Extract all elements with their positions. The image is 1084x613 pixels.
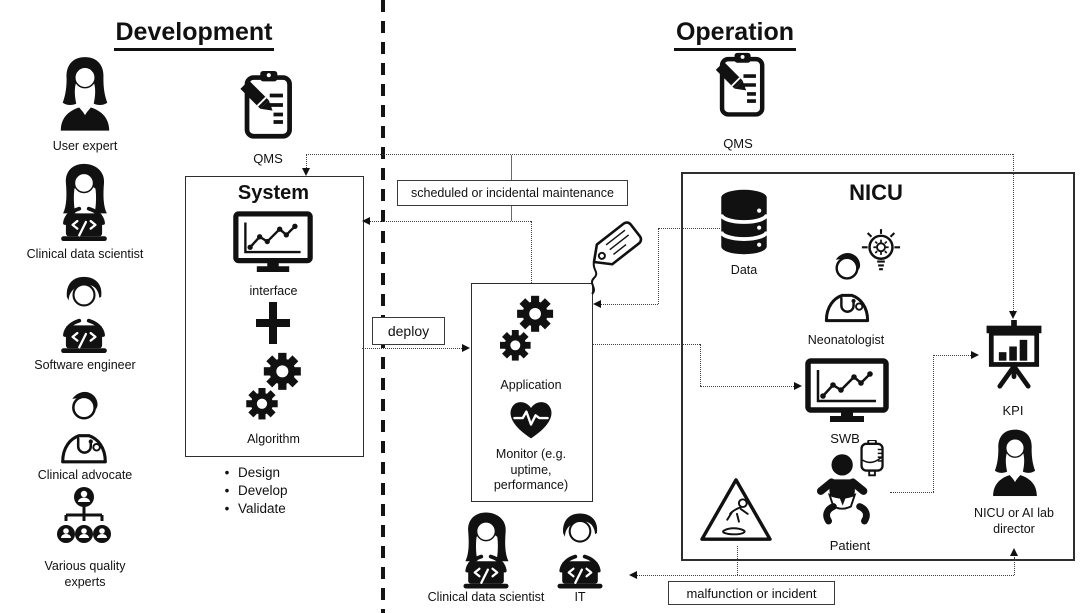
system-box [185,176,364,457]
monitor-uptime-label: Monitor (e.g. uptime, performance) [493,447,569,493]
maintenance-label-box: scheduled or incidental maintenance [397,180,628,206]
nicu-box [681,172,1075,561]
operation-title: Operation [640,18,830,51]
warning-slip-icon [697,475,775,545]
deploy-line [362,348,462,349]
qms-clipboard-icon [234,70,296,140]
deploy-label-box: deploy [372,317,445,345]
system-activities-list: Design Develop Validate [216,464,288,518]
warning-to-malfunction-line [737,546,738,575]
woman-laptop-icon [52,162,116,242]
persona-label-various-quality-experts: Various quality experts [44,559,126,589]
data-label: Data [730,263,758,277]
bullet-validate: Validate [216,500,288,518]
woman-user-icon [54,54,116,132]
qms-to-kpi-line [1013,154,1014,311]
swb-label: SWB [830,431,860,446]
arrowhead-up-director [1010,548,1018,556]
qms-label-development: QMS [253,151,283,166]
malfunction-label-box: malfunction or incident [668,581,835,605]
arrowhead-left-application [593,300,601,308]
woman-laptop-icon [456,510,516,590]
neonatologist-label: Neonatologist [807,333,885,347]
monitor-chart-icon [233,211,313,274]
kpi-easel-icon [981,320,1047,390]
arrowhead-right-kpi [971,351,979,359]
persona-label-clinical-data-scientist-operation: Clinical data scientist [427,590,545,604]
persona-label-clinical-advocate: Clinical advocate [37,468,133,482]
clinician-icon [53,386,115,464]
persona-label-clinical-data-scientist: Clinical data scientist [26,247,144,261]
phase-divider-dashed-line [381,0,385,613]
application-to-swb-line-v [700,344,701,386]
maintenance-to-application-line [531,221,532,283]
gears-icon [244,351,304,425]
qms-to-system-line [306,154,307,168]
maintenance-to-system-line [368,221,531,222]
persona-label-user-expert: User expert [52,139,118,153]
arrowhead-down-kpi [1009,311,1017,319]
qms-connector-line [306,154,1013,155]
data-line-v [658,228,659,304]
malfunction-to-director-line [1014,557,1015,575]
persona-label-software-engineer: Software engineer [34,358,136,372]
data-line-h [658,228,720,229]
arrowhead-left-it [629,571,637,579]
database-icon [717,186,771,258]
application-label: Application [500,378,562,392]
persona-label-it: IT [574,590,586,604]
qms-clipboard-icon [710,52,768,118]
arrowhead-left-system [362,217,370,225]
gears-icon [498,294,556,366]
heart-pulse-icon [505,396,557,442]
man-laptop-icon [52,274,116,354]
algorithm-label: Algorithm [247,432,300,446]
arrowhead-right-swb [794,382,802,390]
bullet-design: Design [216,464,288,482]
application-to-swb-line-h2 [700,386,794,387]
monitor-chart-icon [805,358,889,424]
system-box-title: System [237,182,310,204]
maintenance-line-bottom [511,204,512,221]
arrowhead-right-application [462,344,470,352]
patient-to-kpi-line-v [933,355,934,492]
iv-bag-icon [858,440,888,482]
patient-to-kpi-line-h2 [933,355,971,356]
development-title: Development [99,18,289,51]
bullet-develop: Develop [216,482,288,500]
application-to-swb-line-h1 [592,344,700,345]
data-to-application-line [599,304,658,305]
plus-icon [256,302,290,344]
patient-to-kpi-line-h1 [890,492,934,493]
woman-user-icon [987,426,1043,498]
nicu-box-title: NICU [849,180,903,205]
malfunction-line [635,575,1014,576]
patient-label: Patient [829,538,871,553]
arrowhead-down-system [302,168,310,176]
price-tag-icon [591,221,643,295]
interface-label: interface [249,284,298,298]
director-label: NICU or AI lab director [974,506,1054,536]
org-hierarchy-icon [52,486,116,552]
application-box [471,283,593,502]
qms-label-operation: QMS [723,136,753,151]
lightbulb-idea-icon [860,228,902,278]
maintenance-line-top [511,155,512,180]
kpi-label: KPI [1002,403,1024,418]
man-laptop-icon [550,510,610,590]
